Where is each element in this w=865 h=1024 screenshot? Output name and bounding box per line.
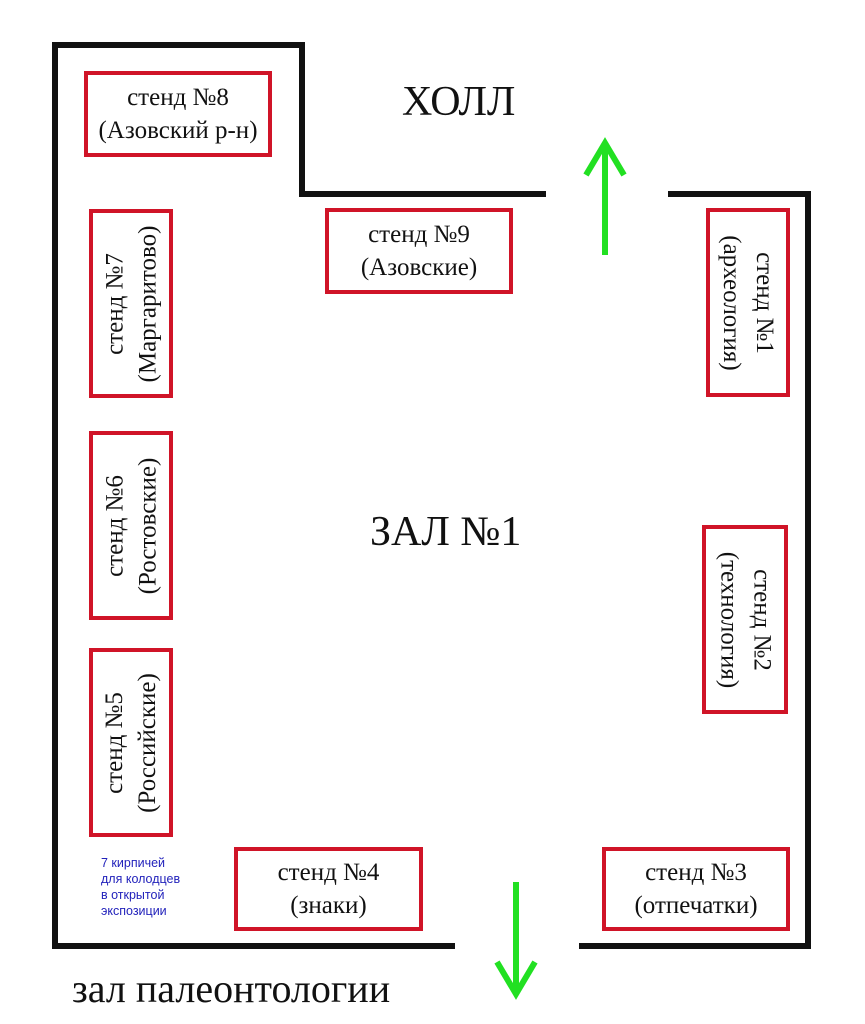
stand-2: стенд №2 (технология) [702, 525, 788, 714]
wall-right-bottom [579, 191, 811, 949]
stand-9-title: стенд №9 [368, 221, 470, 248]
stand-7-title: стенд №7 [101, 252, 128, 355]
stand-8-subtitle: (Азовский р-н) [98, 117, 258, 144]
hall-label: ХОЛЛ [402, 79, 516, 125]
stand-5-subtitle: (Российские) [134, 672, 162, 813]
note-line-2: для колодцев [101, 872, 181, 886]
stand-4: стенд №4 (знаки) [234, 847, 423, 931]
main-hall-label: ЗАЛ №1 [370, 509, 522, 555]
stand-4-title: стенд №4 [277, 859, 380, 886]
note-line-4: экспозиции [101, 904, 167, 918]
stand-2-title: стенд №2 [748, 568, 775, 671]
stand-3-subtitle: (отпечатки) [634, 892, 758, 919]
note-line-3: в открытой [101, 888, 165, 902]
stand-6: стенд №6 (Ростовские) [89, 431, 173, 620]
stand-1-subtitle: (археология) [718, 234, 745, 371]
stand-6-subtitle: (Ростовские) [134, 457, 161, 594]
stand-7: стенд №7 (Маргаритово) [89, 209, 173, 398]
stand-8-title: стенд №8 [127, 84, 229, 111]
wall-left-top [52, 42, 546, 949]
stand-2-subtitle: (технология) [715, 551, 742, 688]
arrow-down-icon [494, 882, 538, 1000]
stand-9-subtitle: (Азовские) [360, 254, 478, 281]
stand-4-subtitle: (знаки) [290, 892, 367, 919]
stand-1: стенд №1 (археология) [706, 208, 790, 397]
arrow-up-icon [583, 137, 627, 255]
stand-7-subtitle: (Маргаритово) [134, 225, 161, 382]
note-line-1: 7 кирпичей [101, 856, 166, 870]
stand-5: стенд №5 (Российские) [89, 648, 173, 837]
stand-9: стенд №9 (Азовские) [325, 208, 513, 294]
stand-1-title: стенд №1 [751, 251, 778, 354]
stand-8: стенд №8 (Азовский р-н) [84, 71, 272, 157]
stand-5-title: стенд №5 [101, 691, 129, 794]
stand-3: стенд №3 (отпечатки) [602, 847, 790, 931]
stand-6-title: стенд №6 [101, 474, 128, 577]
stand-3-title: стенд №3 [645, 859, 747, 886]
paleontology-hall-label: зал палеонтологии [72, 966, 391, 1011]
bricks-note: 7 кирпичей для колодцев в открытой экспо… [101, 855, 221, 919]
